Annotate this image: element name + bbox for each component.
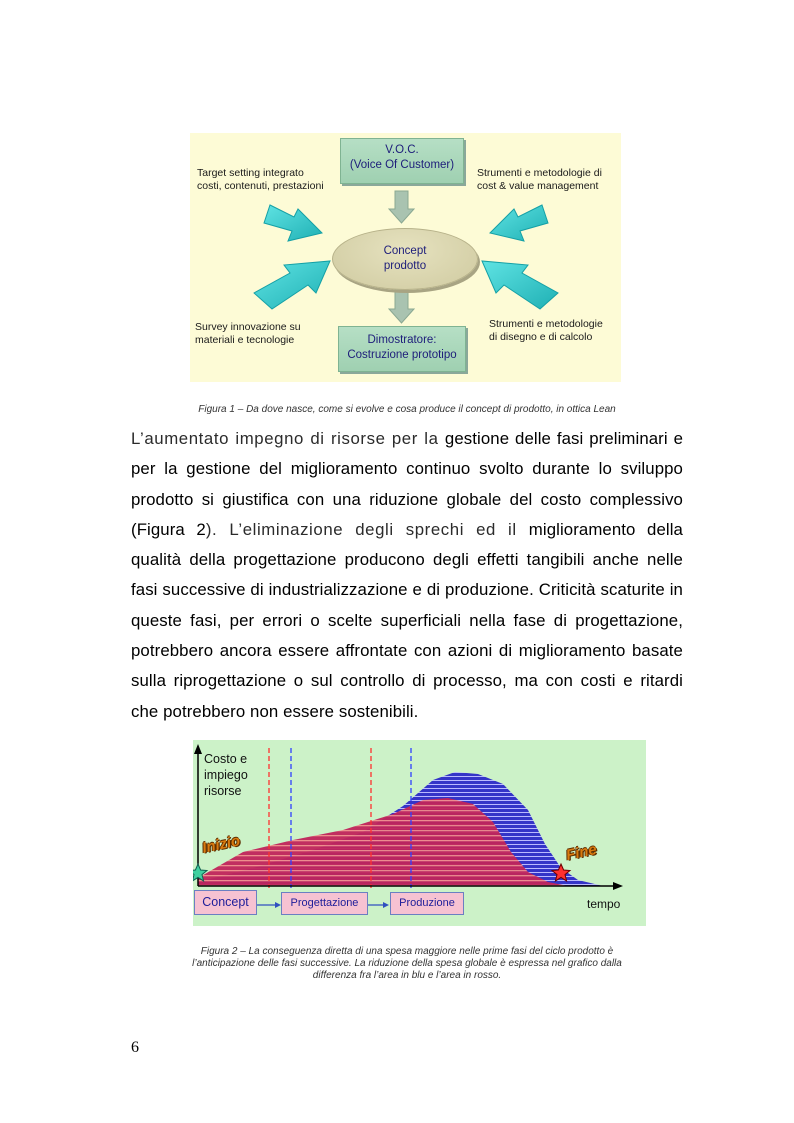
- x-axis-arrowhead: [613, 882, 623, 890]
- figure-1-concept-diagram: V.O.C. (Voice Of Customer) Concept prodo…: [190, 133, 621, 382]
- label-target-setting: Target setting integrato costi, contenut…: [197, 167, 324, 192]
- body-paragraph: L’aumentato impegno di risorse per la ge…: [131, 424, 683, 727]
- arrow-voc-to-concept: [387, 190, 416, 224]
- arrow-top-left: [263, 204, 323, 242]
- phase-produzione: Produzione: [390, 892, 464, 915]
- arrow-bottom-left: [253, 260, 331, 310]
- figure-2-caption: Figura 2 – La conseguenza diretta di una…: [100, 946, 714, 982]
- arrow-concept-to-dimostratore: [387, 288, 416, 324]
- figure-1-arrows: [253, 190, 559, 324]
- figure-1-caption: Figura 1 – Da dove nasce, come si evolve…: [198, 404, 616, 415]
- figure-2-cost-chart: Costo e impiego risorse tempo Inizio Fin…: [193, 740, 646, 926]
- paragraph-segment-4: miglioramento della qualità della proget…: [131, 519, 683, 721]
- end-star-icon: [550, 862, 572, 883]
- phase-arrowhead-1: [275, 902, 281, 908]
- label-cost-value-tools: Strumenti e metodologie di cost & value …: [477, 167, 602, 192]
- figure-2-graphic: [193, 744, 623, 908]
- start-star-icon: [193, 862, 209, 883]
- figure-2-caption-line-2: l’anticipazione delle fasi successive. L…: [192, 958, 622, 969]
- figure-2-caption-line-1: Figura 2 – La conseguenza diretta di una…: [200, 946, 614, 957]
- x-axis-label: tempo: [587, 897, 621, 911]
- phase-arrowhead-2: [383, 902, 389, 908]
- y-axis-arrowhead: [194, 744, 202, 754]
- paragraph-segment-2: gestione delle fasi preliminari e per la…: [131, 429, 683, 539]
- voc-box: V.O.C. (Voice Of Customer): [340, 138, 464, 184]
- phase-progettazione: Progettazione: [281, 892, 368, 915]
- dimostratore-box: Dimostratore: Costruzione prototipo: [338, 326, 466, 372]
- phase-concept: Concept: [194, 890, 257, 915]
- figure-2-caption-line-3: differenza fra l’area in blu e l’area in…: [312, 970, 502, 981]
- label-design-tools: Strumenti e metodologie di disegno e di …: [489, 318, 603, 343]
- y-axis-label: Costo e impiego risorse: [204, 752, 248, 798]
- arrow-bottom-right: [481, 260, 559, 310]
- arrow-top-right: [489, 204, 549, 242]
- paragraph-segment-1: L’aumentato impegno di risorse per la: [131, 429, 445, 448]
- page-number: 6: [131, 1039, 139, 1056]
- concept-ellipse: Concept prodotto: [332, 228, 478, 290]
- paragraph-segment-3: ). L’eliminazione degli sprechi ed il: [205, 519, 529, 539]
- label-survey-innovation: Survey innovazione su materiali e tecnol…: [195, 321, 301, 346]
